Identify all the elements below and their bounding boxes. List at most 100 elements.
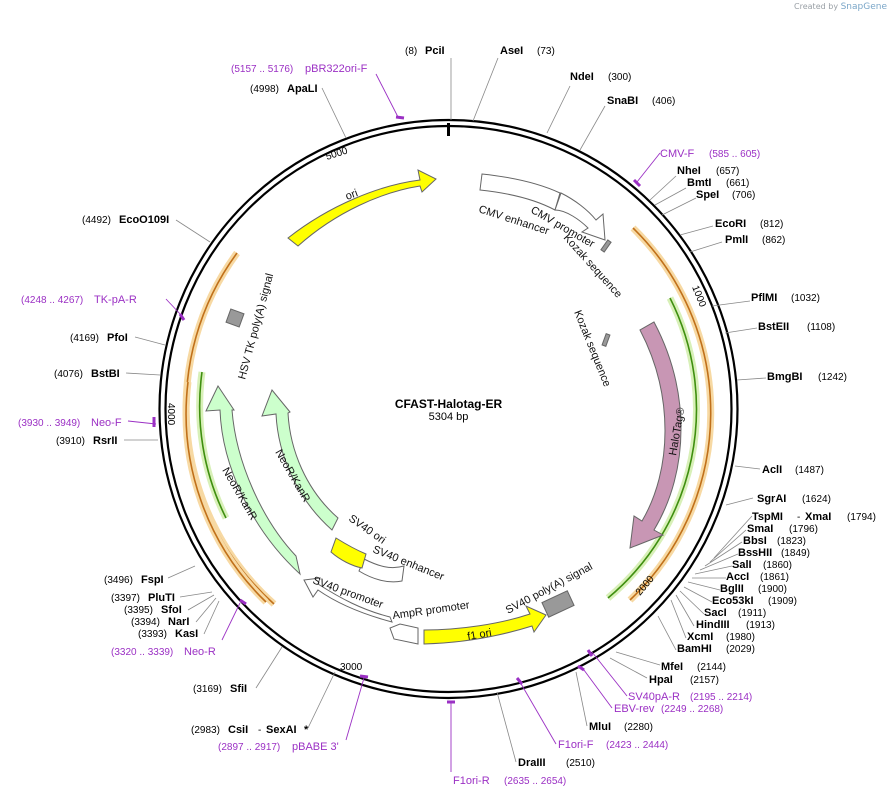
primer-name-f1ori-f: F1ori-F — [558, 739, 594, 751]
enzyme-name-mfei: MfeI — [661, 661, 683, 673]
enzyme-pos-bamhi: (2029) — [726, 644, 755, 655]
primer-range-neo-r: (3320 .. 3339) — [111, 647, 173, 658]
enzyme-pos-acci: (1861) — [760, 572, 789, 583]
enzyme-pos-nhei: (657) — [716, 166, 739, 177]
enzyme-pos-eco53ki: (1909) — [768, 596, 797, 607]
green-arc-left — [198, 371, 227, 519]
enzyme-name-bsshii: BssHII — [738, 547, 772, 559]
enzyme-name-ndei: NdeI — [570, 71, 594, 83]
enzyme-name-nari: NarI — [168, 616, 189, 628]
feature-label-sv40-ori: SV40 ori — [346, 513, 387, 547]
primer-labels: (5157 .. 5176) pBR322ori-F CMV-F (585 ..… — [18, 63, 760, 787]
enzyme-name-apali: ApaLI — [287, 83, 318, 95]
enzyme-leaders — [450, 57, 767, 763]
enzyme-pos-hindiii: (1913) — [746, 620, 775, 631]
enzyme-pos-ndei: (300) — [608, 72, 631, 83]
enzyme-name-asei: AseI — [500, 45, 523, 57]
primer-name-tk-pa-r: TK-pA-R — [94, 294, 137, 306]
enzyme-name-hindiii: HindIII — [696, 619, 730, 631]
primer-name-pbabe3: pBABE 3' — [292, 741, 339, 753]
credit-prefix: Created by — [794, 2, 839, 11]
enzyme-pos-bmti: (661) — [726, 178, 749, 189]
primer-range-neo-f: (3930 .. 3949) — [18, 418, 80, 429]
enzyme-pos-apali: (4998) — [250, 84, 279, 95]
primer-name-f1ori-r: F1ori-R — [453, 775, 490, 787]
enzyme-pos-pluti: (3397) — [111, 593, 140, 604]
tick-4000: 4000 — [165, 403, 176, 426]
enzyme-name-nhei: NheI — [677, 165, 701, 177]
enzyme-pos-pfoi: (4169) — [70, 333, 99, 344]
enzyme-pos-bstbi: (4076) — [54, 369, 83, 380]
primer-range-tk-pa-r: (4248 .. 4267) — [21, 295, 83, 306]
enzyme-name-sfii: SfiI — [230, 683, 247, 695]
feature-label-hsv-tk-polya: HSV TK poly(A) signal — [236, 272, 276, 381]
feature-label-kozak-2: Kozak sequence — [571, 309, 613, 389]
backbone-outer — [158, 118, 739, 700]
enzyme-pos-bsteii: (1108) — [807, 322, 835, 333]
enzyme-pos-bmgbi: (1242) — [818, 372, 847, 383]
enzyme-pos-spei: (706) — [732, 190, 755, 201]
enzyme-pos-sali: (1860) — [763, 560, 792, 571]
enzyme-name-csii: CsiI — [228, 724, 248, 736]
enzyme-name-spei: SpeI — [696, 189, 719, 201]
enzyme-pos-saci: (1911) — [738, 608, 766, 619]
enzyme-pos-asei: (73) — [537, 46, 555, 57]
enzyme-pos-smai: (1796) — [789, 524, 818, 535]
enzyme-name-sep-sexai: - — [258, 725, 261, 736]
enzyme-labels-left: (4998) ApaLI (4492) EcoO109I (4169) PfoI… — [54, 83, 318, 736]
enzyme-name-pluti: PluTI — [148, 592, 175, 604]
enzyme-name-fspi: FspI — [141, 574, 164, 586]
feature-cmv-promoter — [554, 192, 606, 241]
enzyme-name-saci: SacI — [704, 607, 727, 619]
enzyme-leaders-left — [124, 87, 347, 729]
enzyme-name-bmti: BmtI — [687, 177, 711, 189]
feature-label-f1-ori: f1 ori — [466, 627, 492, 643]
primer-range-sv40pa-r: (2195 .. 2214) — [690, 692, 752, 703]
enzyme-pos-hpai: (2157) — [690, 675, 719, 686]
enzyme-name-bamhi: BamHI — [677, 643, 712, 655]
enzyme-name-bsteii: BstEII — [758, 321, 789, 333]
primer-leaders — [127, 73, 661, 772]
enzyme-name-smai: SmaI — [747, 523, 773, 535]
enzyme-name-ecoo109i: EcoO109I — [119, 214, 169, 226]
enzyme-name-sgrai: SgrAI — [757, 493, 786, 505]
enzyme-name-tspmi: TspMI — [752, 511, 783, 523]
plasmid-size: 5304 bp — [429, 411, 469, 423]
enzyme-pos-snabi: (406) — [652, 96, 675, 107]
enzyme-name-draiii: DraIII — [518, 757, 546, 769]
primer-name-neo-r: Neo-R — [184, 646, 216, 658]
primer-range-cmv-f: (585 .. 605) — [709, 149, 760, 160]
enzyme-pos-nari: (3394) — [131, 617, 160, 628]
enzyme-name-kasi: KasI — [175, 628, 198, 640]
snapgene-credit: Created by SnapGene — [794, 2, 887, 12]
enzyme-name-rsrii: RsrII — [93, 435, 117, 447]
primer-name-sv40pa-r: SV40pA-R — [628, 691, 680, 703]
enzyme-name-pmli: PmlI — [725, 234, 748, 246]
orange-arc-left2 — [185, 381, 267, 603]
enzyme-name-pfoi: PfoI — [107, 332, 128, 344]
feature-cmv-enhancer — [479, 173, 561, 211]
tick-3000: 3000 — [340, 662, 363, 673]
feature-halotag — [629, 321, 682, 549]
primer-range-pbabe3: (2897 .. 2917) — [218, 742, 280, 753]
enzyme-pos-xcmi: (1980) — [726, 632, 755, 643]
enzyme-pos-bsshii: (1849) — [781, 548, 810, 559]
feature-kozak-2 — [601, 333, 611, 347]
enzyme-pos-pflmi: (1032) — [791, 293, 820, 304]
enzyme-pos-rsrii: (3910) — [56, 436, 85, 447]
enzyme-name-ecori: EcoRI — [715, 218, 746, 230]
enzyme-pos-acli: (1487) — [795, 465, 824, 476]
enzyme-pos-sfii: (3169) — [193, 684, 222, 695]
enzyme-name-bmgbi: BmgBI — [767, 371, 802, 383]
feature-label-ori: ori — [344, 187, 360, 202]
feature-sv40-promoter — [303, 577, 393, 623]
feature-sv40-ori — [330, 537, 367, 569]
feature-sv40-enhancer — [358, 558, 405, 583]
feature-neor-kanr-outer — [205, 384, 301, 576]
enzyme-name-sali: SalI — [732, 559, 752, 571]
enzyme-pos-pmli: (862) — [762, 235, 785, 246]
feature-label-ampr-promoter: AmpR promoter — [392, 599, 471, 622]
enzyme-name-bbsi: BbsI — [743, 535, 767, 547]
enzyme-name-xcmi: XcmI — [687, 631, 713, 643]
